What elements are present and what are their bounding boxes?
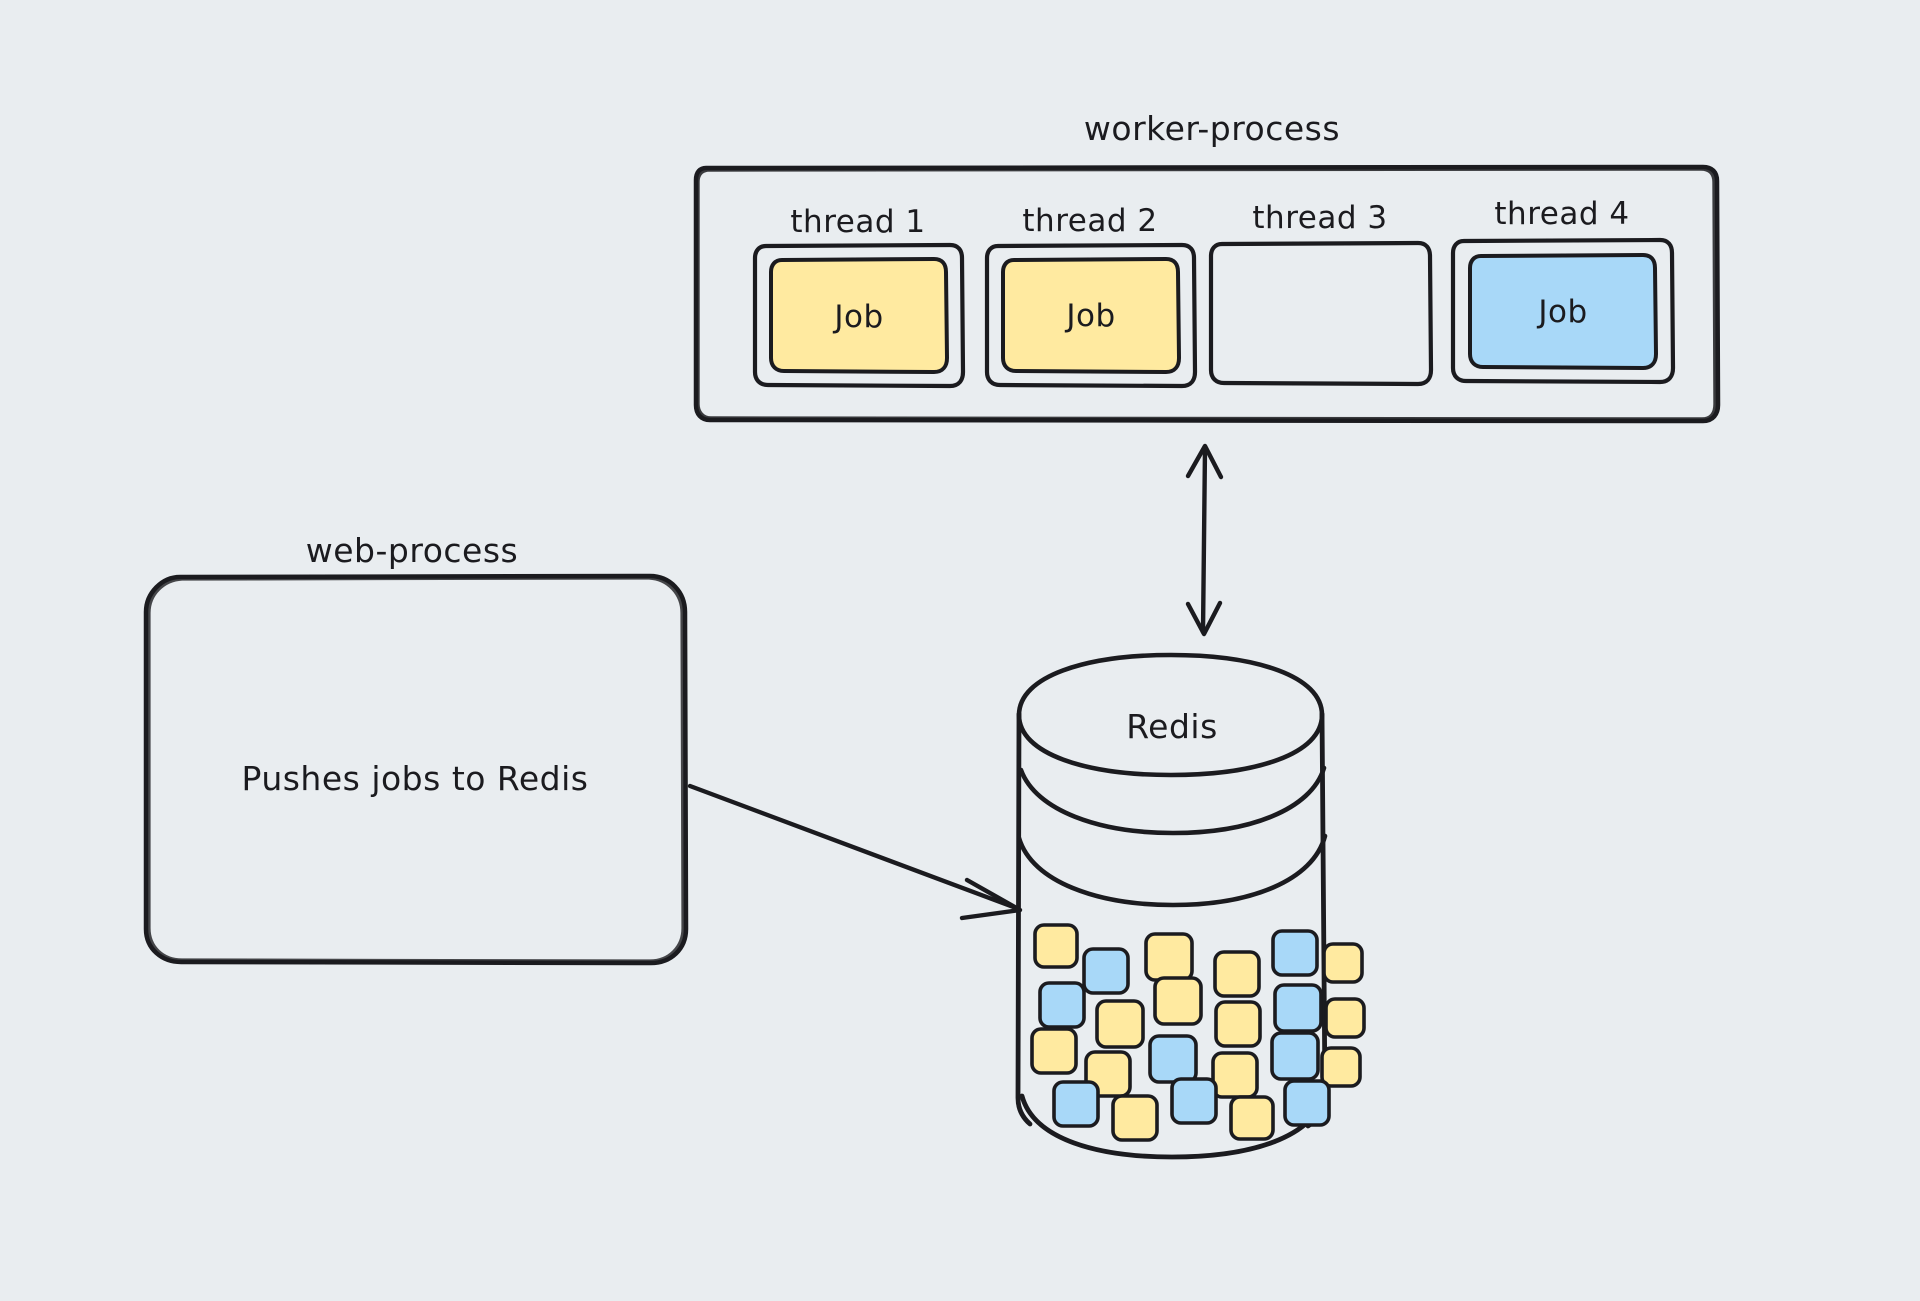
redis-band-arc-1	[1018, 765, 1327, 836]
thread-3-label: thread 3	[1252, 200, 1387, 236]
web-process-title: web-process	[306, 531, 518, 570]
thread-1-job-box[interactable]	[769, 257, 949, 374]
thread-1-job-label: Job	[832, 299, 883, 335]
thread-3-group[interactable]: thread 3	[1208, 200, 1434, 387]
thread-2-group[interactable]: thread 2 Job	[984, 203, 1198, 389]
redis-cylinder-group[interactable]: Redis	[1015, 650, 1366, 1160]
redis-queued-job	[1320, 1046, 1362, 1088]
redis-queued-job	[1324, 997, 1366, 1039]
redis-bottom-arc	[1019, 1091, 1328, 1160]
redis-queued-job	[1111, 1094, 1159, 1142]
redis-queued-job	[1082, 947, 1130, 995]
web-to-redis-arrow	[687, 783, 1023, 921]
redis-queued-job	[1030, 1027, 1078, 1075]
redis-queued-job	[1271, 929, 1319, 977]
thread-1-label: thread 1	[790, 204, 925, 240]
redis-queued-job	[1153, 976, 1203, 1026]
thread-4-job-label: Job	[1536, 294, 1587, 330]
web-process-body-text: Pushes jobs to Redis	[242, 759, 589, 798]
redis-queued-job	[1095, 999, 1145, 1049]
redis-queued-job	[1052, 1080, 1100, 1128]
thread-1-group[interactable]: thread 1 Job	[752, 204, 966, 389]
redis-queued-job	[1211, 1051, 1259, 1099]
redis-queued-job	[1229, 1095, 1275, 1141]
thread-3-box	[1208, 240, 1434, 387]
redis-queued-job	[1283, 1079, 1331, 1127]
redis-queued-job	[1038, 981, 1086, 1029]
web-to-redis-shaft	[687, 783, 1019, 911]
web-process-box	[143, 573, 689, 966]
redis-label: Redis	[1126, 707, 1218, 746]
worker-to-redis-shaft	[1200, 445, 1208, 635]
worker-to-redis-arrow	[1185, 443, 1224, 637]
redis-queued-job	[1322, 942, 1364, 984]
web-to-redis-head	[959, 877, 1023, 921]
web-process-group[interactable]: web-process Pushes jobs to Redis	[143, 531, 689, 966]
redis-queued-job	[1144, 932, 1194, 982]
thread-2-label: thread 2	[1022, 203, 1157, 239]
redis-queued-jobs	[1030, 923, 1366, 1142]
thread-4-group[interactable]: thread 4 Job	[1450, 196, 1676, 385]
worker-process-title: worker-process	[1084, 109, 1340, 148]
redis-queued-job	[1213, 950, 1261, 998]
arrow-head-up	[1185, 443, 1224, 480]
redis-queued-job	[1148, 1034, 1198, 1084]
worker-process-box-overstroke	[696, 167, 1717, 421]
thread-2-job-label: Job	[1064, 298, 1115, 334]
thread-4-label: thread 4	[1494, 196, 1629, 232]
web-process-box-overstroke	[147, 576, 685, 963]
redis-left-wall	[1015, 711, 1033, 1127]
thread-2-job-box[interactable]	[1001, 257, 1181, 374]
redis-queued-job	[1170, 1077, 1218, 1125]
redis-queued-job	[1273, 983, 1323, 1033]
redis-band-arc-2	[1016, 833, 1328, 908]
redis-queued-job	[1033, 923, 1079, 969]
redis-queued-job	[1270, 1031, 1320, 1081]
arrow-head-down	[1185, 600, 1223, 637]
redis-queued-job	[1214, 1000, 1262, 1048]
thread-4-job-box[interactable]	[1468, 253, 1658, 370]
